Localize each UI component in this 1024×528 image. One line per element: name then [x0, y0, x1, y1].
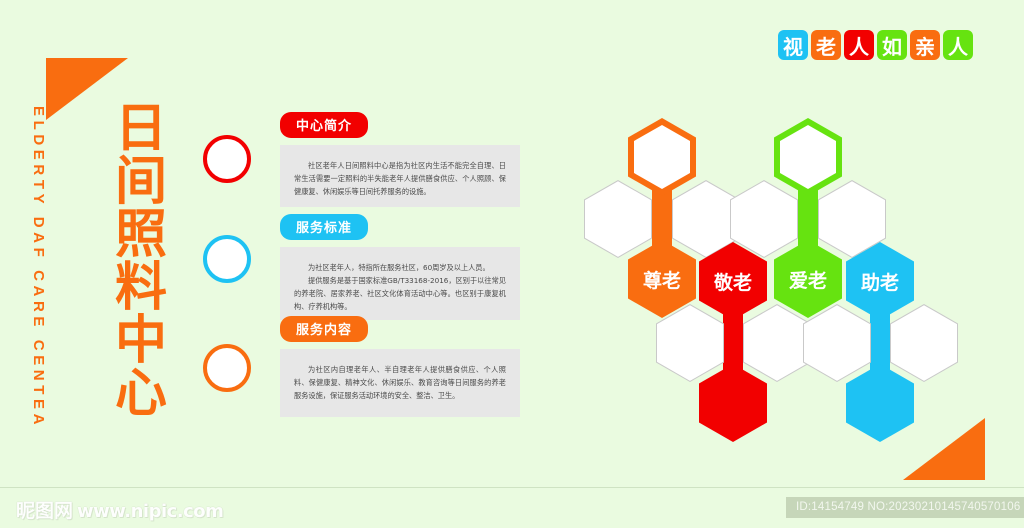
- circle-marker-1: [203, 135, 251, 183]
- hex-solid-red-bottom: [699, 364, 767, 442]
- section-badge-3: 服务内容: [280, 316, 369, 342]
- section-body-2: 为社区老年人，特指所在服务社区，60周岁及以上人员。 提供服务是基于国家标准GB…: [280, 247, 520, 320]
- circle-marker-3: [203, 344, 251, 392]
- page-title: 日 间 照 料 中 心: [110, 103, 172, 421]
- slogan-tile-2: 老: [811, 30, 841, 60]
- section-service-standard: 服务标准 为社区老年人，特指所在服务社区，60周岁及以上人员。 提供服务是基于国…: [280, 214, 520, 320]
- hex-plain-8: [890, 304, 958, 382]
- hex-connector-3: [798, 180, 818, 248]
- hex-connector-2: [723, 304, 743, 372]
- section-service-content: 服务内容 为社区内自理老年人、半自理老年人提供膳食供应、个人照料、保健康复、精神…: [280, 316, 520, 417]
- hex-label-zhulao-text: 助老: [860, 271, 899, 294]
- footer-divider: [0, 487, 1024, 488]
- slogan-tile-5: 亲: [910, 30, 940, 60]
- section-body-2-text-p1: 为社区老年人，特指所在服务社区，60周岁及以上人员。: [308, 263, 490, 272]
- hex-label-ailao: 爱老: [774, 240, 842, 318]
- slogan-tile-1: 视: [778, 30, 808, 60]
- circle-marker-2: [203, 235, 251, 283]
- slogan-tile-6: 人: [943, 30, 973, 60]
- slogan-tile-4: 如: [877, 30, 907, 60]
- title-char-1: 日: [114, 99, 167, 159]
- title-char-3: 照: [114, 205, 167, 265]
- section-body-1-text: 社区老年人日间照料中心是指为社区内生活不能完全自理、日常生活需要一定照料的半失能…: [294, 161, 506, 196]
- triangle-top-left-icon: [46, 58, 128, 120]
- section-body-3-text: 为社区内自理老年人、半自理老年人提供膳食供应、个人照料、保健康复、精神文化、休闲…: [294, 365, 506, 400]
- section-body-3: 为社区内自理老年人、半自理老年人提供膳食供应、个人照料、保健康复、精神文化、休闲…: [280, 349, 520, 417]
- triangle-bottom-right-icon: [903, 418, 985, 480]
- english-subtitle: ELDERTY DAF CARE CENTEA: [30, 106, 47, 430]
- hex-connector-1: [652, 180, 672, 248]
- section-center-intro: 中心简介 社区老年人日间照料中心是指为社区内生活不能完全自理、日常生活需要一定照…: [280, 112, 520, 207]
- section-body-1: 社区老年人日间照料中心是指为社区内生活不能完全自理、日常生活需要一定照料的半失能…: [280, 145, 520, 207]
- title-char-4: 料: [114, 258, 167, 318]
- section-body-2-text-p2: 提供服务是基于国家标准GB/T33168-2016，区别于以往常见的养老院、居家…: [294, 276, 506, 311]
- title-char-5: 中: [114, 311, 167, 371]
- hex-plain-3: [656, 304, 724, 382]
- hex-label-zunlao-text: 尊老: [642, 269, 681, 292]
- hex-plain-1: [584, 180, 652, 258]
- watermark-site: www.nipic.com: [77, 501, 224, 522]
- image-id-badge: ID:14154749 NO:20230210145740570106: [786, 497, 1024, 518]
- hex-label-ailao-text: 爱老: [788, 269, 827, 292]
- title-char-6: 心: [114, 364, 167, 424]
- slogan-banner: 视 老 人 如 亲 人: [778, 30, 973, 60]
- title-char-2: 间: [114, 152, 167, 212]
- hex-outline-green: [774, 118, 842, 196]
- hex-connector-4: [870, 304, 890, 372]
- hex-outline-orange: [628, 118, 696, 196]
- hex-label-jinglao-text: 敬老: [713, 271, 752, 294]
- hex-label-zunlao: 尊老: [628, 240, 696, 318]
- section-badge-2: 服务标准: [280, 214, 369, 240]
- section-badge-1: 中心简介: [280, 112, 369, 138]
- watermark-cn: 昵图网: [16, 500, 74, 522]
- hex-plain-7: [803, 304, 871, 382]
- hex-plain-4: [743, 304, 811, 382]
- slogan-tile-3: 人: [844, 30, 874, 60]
- hexagon-cluster: 尊老 敬老 爱老 助老: [584, 100, 1010, 442]
